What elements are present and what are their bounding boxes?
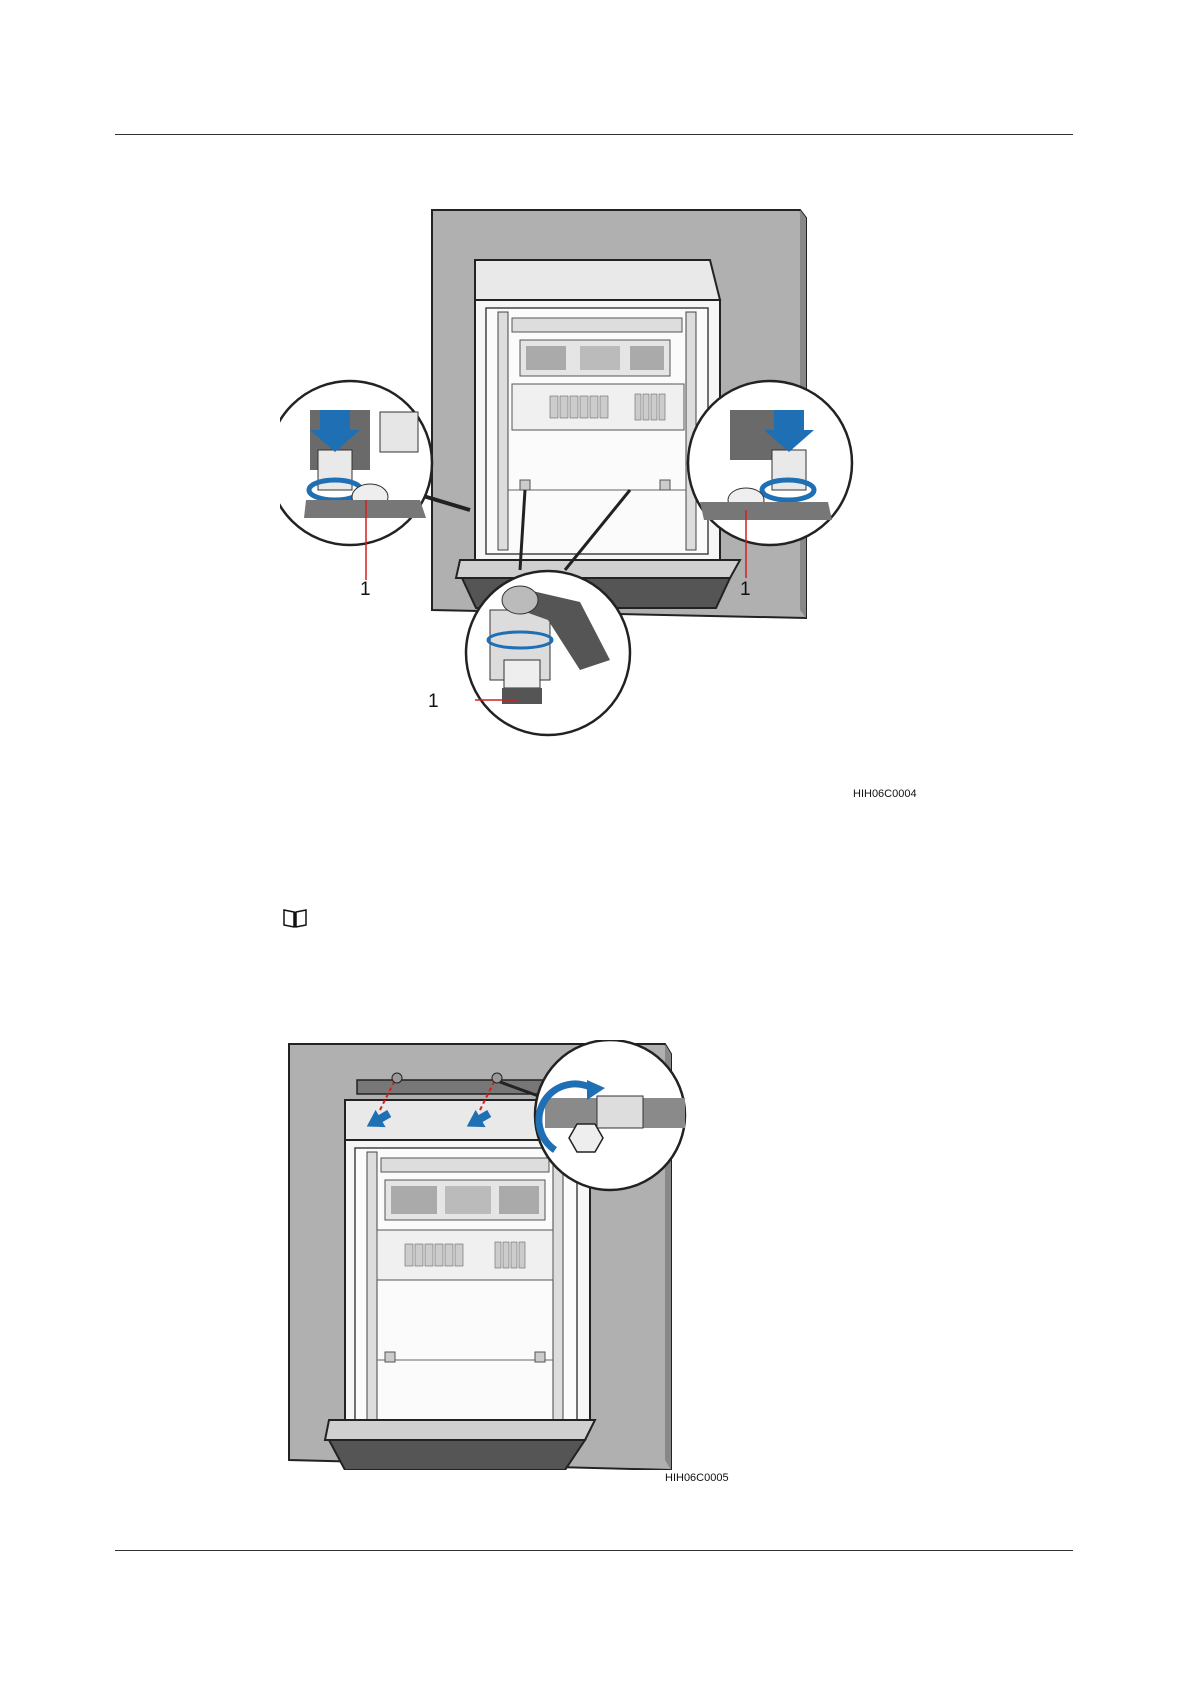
detail-circle-bottom — [466, 571, 630, 735]
detail-circle-bolt — [535, 1040, 685, 1190]
figure-1-illustration: 1 1 1 — [280, 200, 920, 760]
callout-right: 1 — [740, 579, 751, 600]
footer-rule — [115, 1550, 1073, 1551]
callout-bottom: 1 — [428, 691, 439, 712]
figure-2-illustration — [285, 1040, 765, 1470]
cabinet-base — [325, 1420, 595, 1470]
cabinet — [475, 260, 720, 560]
header-rule — [115, 134, 1073, 135]
figure-1-code: HIH06C0004 — [853, 788, 917, 800]
callout-left: 1 — [360, 579, 371, 600]
figure-2-code: HIH06C0005 — [665, 1472, 729, 1484]
detail-circle-left — [280, 381, 432, 580]
open-book-icon — [282, 907, 308, 929]
